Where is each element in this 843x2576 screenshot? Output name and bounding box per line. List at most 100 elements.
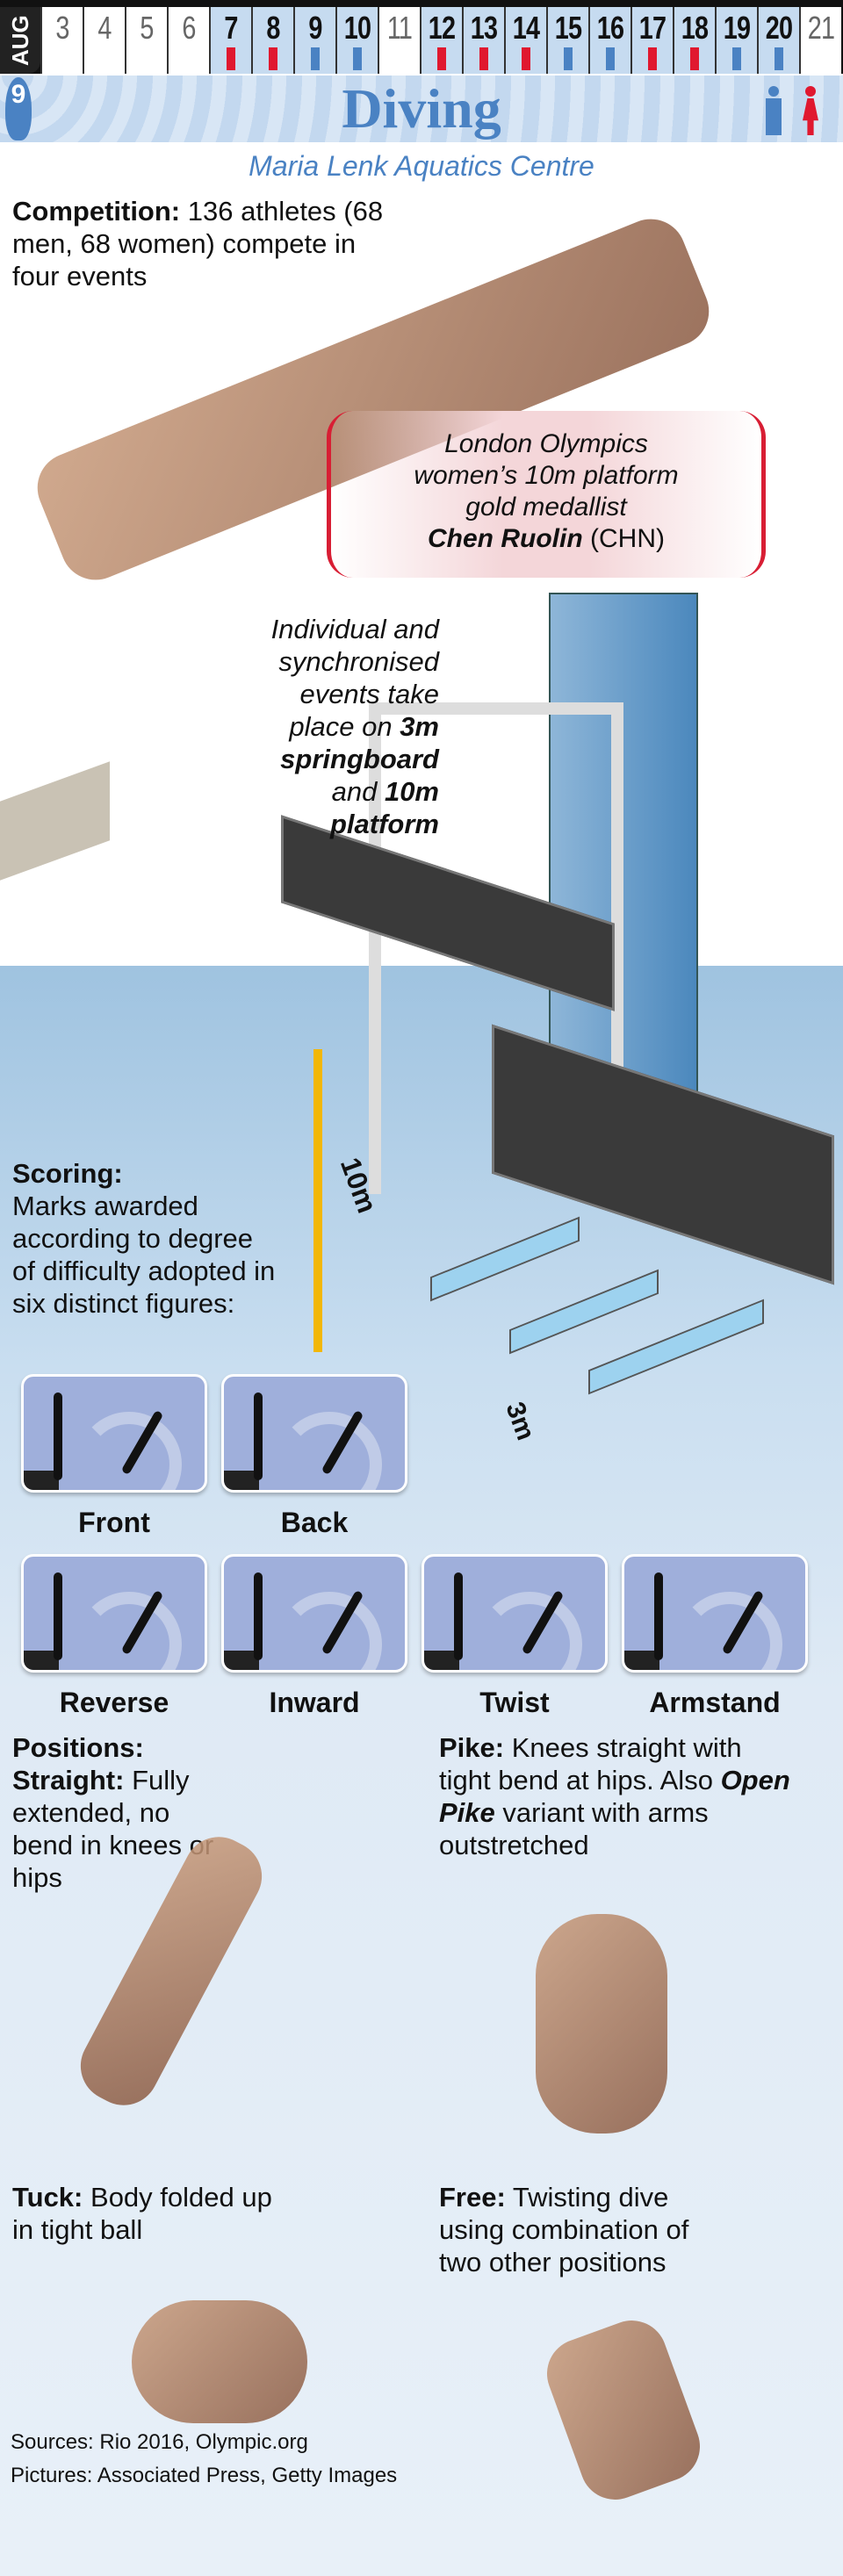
page-title: Diving (342, 77, 501, 140)
day-number: 19 (723, 10, 751, 46)
scoring-info: Scoring:Marks awarded according to degre… (12, 1157, 276, 1320)
straight-text: Fully extended, no bend in knees or hips (12, 1765, 214, 1893)
day-number: 16 (596, 10, 624, 46)
men-event-marker (353, 47, 362, 70)
day-number: 17 (638, 10, 666, 46)
pike-label: Pike: (439, 1732, 505, 1763)
day-number: 6 (182, 10, 196, 46)
10m-height-arrow (313, 1049, 322, 1352)
day-number: 15 (554, 10, 582, 46)
dive-figure-label: Reverse (59, 1687, 169, 1718)
schedule-day: 4 (83, 7, 125, 74)
men-icon (762, 86, 785, 135)
events-line: Individual and (270, 614, 439, 644)
day-number: 13 (470, 10, 498, 46)
events-line: place on (289, 711, 400, 742)
events-line: and (331, 776, 385, 807)
dive-figure-front-icon (21, 1374, 207, 1493)
dive-figure-label: Inward (269, 1687, 360, 1718)
pike-text: Knees straight with tight bend at hips. … (439, 1732, 742, 1795)
medallist-country: (CHN) (590, 524, 665, 553)
scoring-text: Marks awarded according to degree of dif… (12, 1191, 276, 1319)
men-event-marker (311, 47, 320, 70)
schedule-day: 18 (673, 7, 715, 74)
day-number: 9 (308, 10, 322, 46)
day-number: 20 (765, 10, 793, 46)
medallist-line: London Olympics (444, 429, 648, 458)
schedule-day: 9 (293, 7, 335, 74)
free-label: Free: (439, 2182, 506, 2213)
events-bold: springboard (280, 744, 439, 774)
schedule-day: 16 (588, 7, 630, 74)
free-text: Twisting dive using combination of two o… (439, 2182, 689, 2277)
men-event-marker (732, 47, 741, 70)
schedule-day: 8 (251, 7, 293, 74)
day-number: 21 (807, 10, 835, 46)
day-number: 4 (97, 10, 112, 46)
medallist-line: gold medallist (465, 493, 627, 522)
scoring-label: Scoring: (12, 1158, 123, 1189)
positions-free: Free: Twisting dive using combination of… (439, 2181, 720, 2278)
pike-position-photo (536, 1914, 667, 2133)
women-event-marker (690, 47, 699, 70)
open-pike-label: Open Pike (439, 1765, 790, 1828)
events-line: events take (299, 679, 439, 709)
dive-figure-reverse-icon (21, 1554, 207, 1673)
sources-credit: Sources: Rio 2016, Olympic.org (11, 2430, 308, 2454)
tuck-position-photo (132, 2300, 307, 2423)
women-event-marker (479, 47, 488, 70)
day-number: 18 (681, 10, 709, 46)
women-event-marker (269, 47, 277, 70)
positions-tuck: Tuck: Body folded up in tight ball (12, 2181, 293, 2246)
dive-figure-label: Back (280, 1507, 349, 1538)
men-event-marker (606, 47, 615, 70)
day-number: 10 (343, 10, 371, 46)
events-line: synchronised (278, 646, 439, 677)
day-number: 12 (428, 10, 456, 46)
tuck-text: Body folded up in tight ball (12, 2182, 272, 2245)
medallist-callout: London Olympics women’s 10m platform gol… (327, 411, 766, 578)
pike-text-2: variant with arms outstretched (439, 1797, 709, 1860)
day-number: 7 (224, 10, 238, 46)
venue: Maria Lenk Aquatics Centre (249, 150, 594, 182)
month-label: AUG (0, 7, 40, 74)
title-band: 9 Diving (0, 76, 843, 142)
schedule-day: 17 (630, 7, 673, 74)
dive-figure-twist-icon (422, 1554, 608, 1673)
women-event-marker (227, 47, 235, 70)
dive-figure-label: Armstand (649, 1687, 781, 1718)
schedule-day: 15 (546, 7, 588, 74)
dive-figure-inward-icon (221, 1554, 407, 1673)
pictures-credit: Pictures: Associated Press, Getty Images (11, 2464, 398, 2487)
day-number: 11 (386, 10, 413, 46)
straight-label: Straight: (12, 1765, 125, 1795)
diving-board-photo (0, 761, 110, 881)
schedule-day: 14 (504, 7, 546, 74)
tuck-label: Tuck: (12, 2182, 83, 2213)
men-event-marker (564, 47, 573, 70)
dive-figure-armstand-icon (622, 1554, 808, 1673)
schedule-day: 7 (209, 7, 251, 74)
schedule-day: 5 (125, 7, 167, 74)
competition-label: Competition: (12, 196, 181, 227)
women-icon (799, 86, 822, 135)
positions-label: Positions: (12, 1732, 144, 1763)
day-number: 3 (55, 10, 69, 46)
competition-info: Competition: 136 athletes (68 men, 68 wo… (12, 195, 399, 292)
men-event-marker (775, 47, 783, 70)
day-number: 14 (512, 10, 540, 46)
schedule-day: 10 (335, 7, 378, 74)
women-event-marker (522, 47, 530, 70)
events-bold: 10m (384, 776, 439, 807)
events-bold: 3m (400, 711, 439, 742)
events-info: Individual and synchronised events take … (202, 613, 439, 840)
medallist-name: Chen Ruolin (428, 524, 583, 553)
schedule-day: 12 (420, 7, 462, 74)
dive-figure-label: Front (78, 1507, 150, 1538)
schedule-day: 13 (462, 7, 504, 74)
schedule-day: 21 (799, 7, 841, 74)
competition-text: 136 athletes (68 men, 68 women) compete … (12, 196, 384, 291)
schedule-day: 6 (167, 7, 209, 74)
